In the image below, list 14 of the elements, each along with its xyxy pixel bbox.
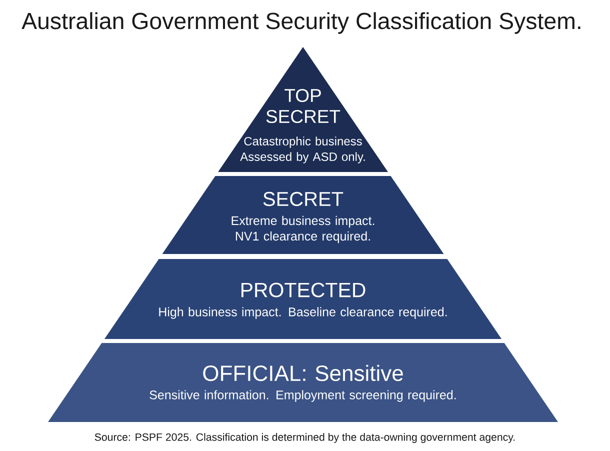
- pyramid-tier: [104, 259, 502, 339]
- tier-title: PROTECTED: [241, 282, 366, 298]
- pyramid-tier: [162, 176, 444, 254]
- tier-description: Catastrophic business Assessed by ASD only.: [240, 136, 365, 164]
- pyramid-tier: [48, 343, 558, 422]
- tier-title: SECRET: [263, 192, 344, 206]
- tier-description: High business impact. Baseline clearance required.: [159, 307, 447, 319]
- tier-description: Sensitive information. Employment screening required.: [150, 390, 456, 402]
- title: Australian Government Security Classification System.: [22, 12, 580, 34]
- tier-title: OFFICIAL: Sensitive: [203, 364, 403, 382]
- tier-title: TOP SECRET: [266, 88, 340, 124]
- tier-description: Extreme business impact. NV1 clearance required.: [232, 216, 374, 244]
- pyramid-tip: [218, 47, 388, 172]
- caption: Source: PSPF 2025. Classification is determined by the data-owning government agency.: [94, 433, 515, 443]
